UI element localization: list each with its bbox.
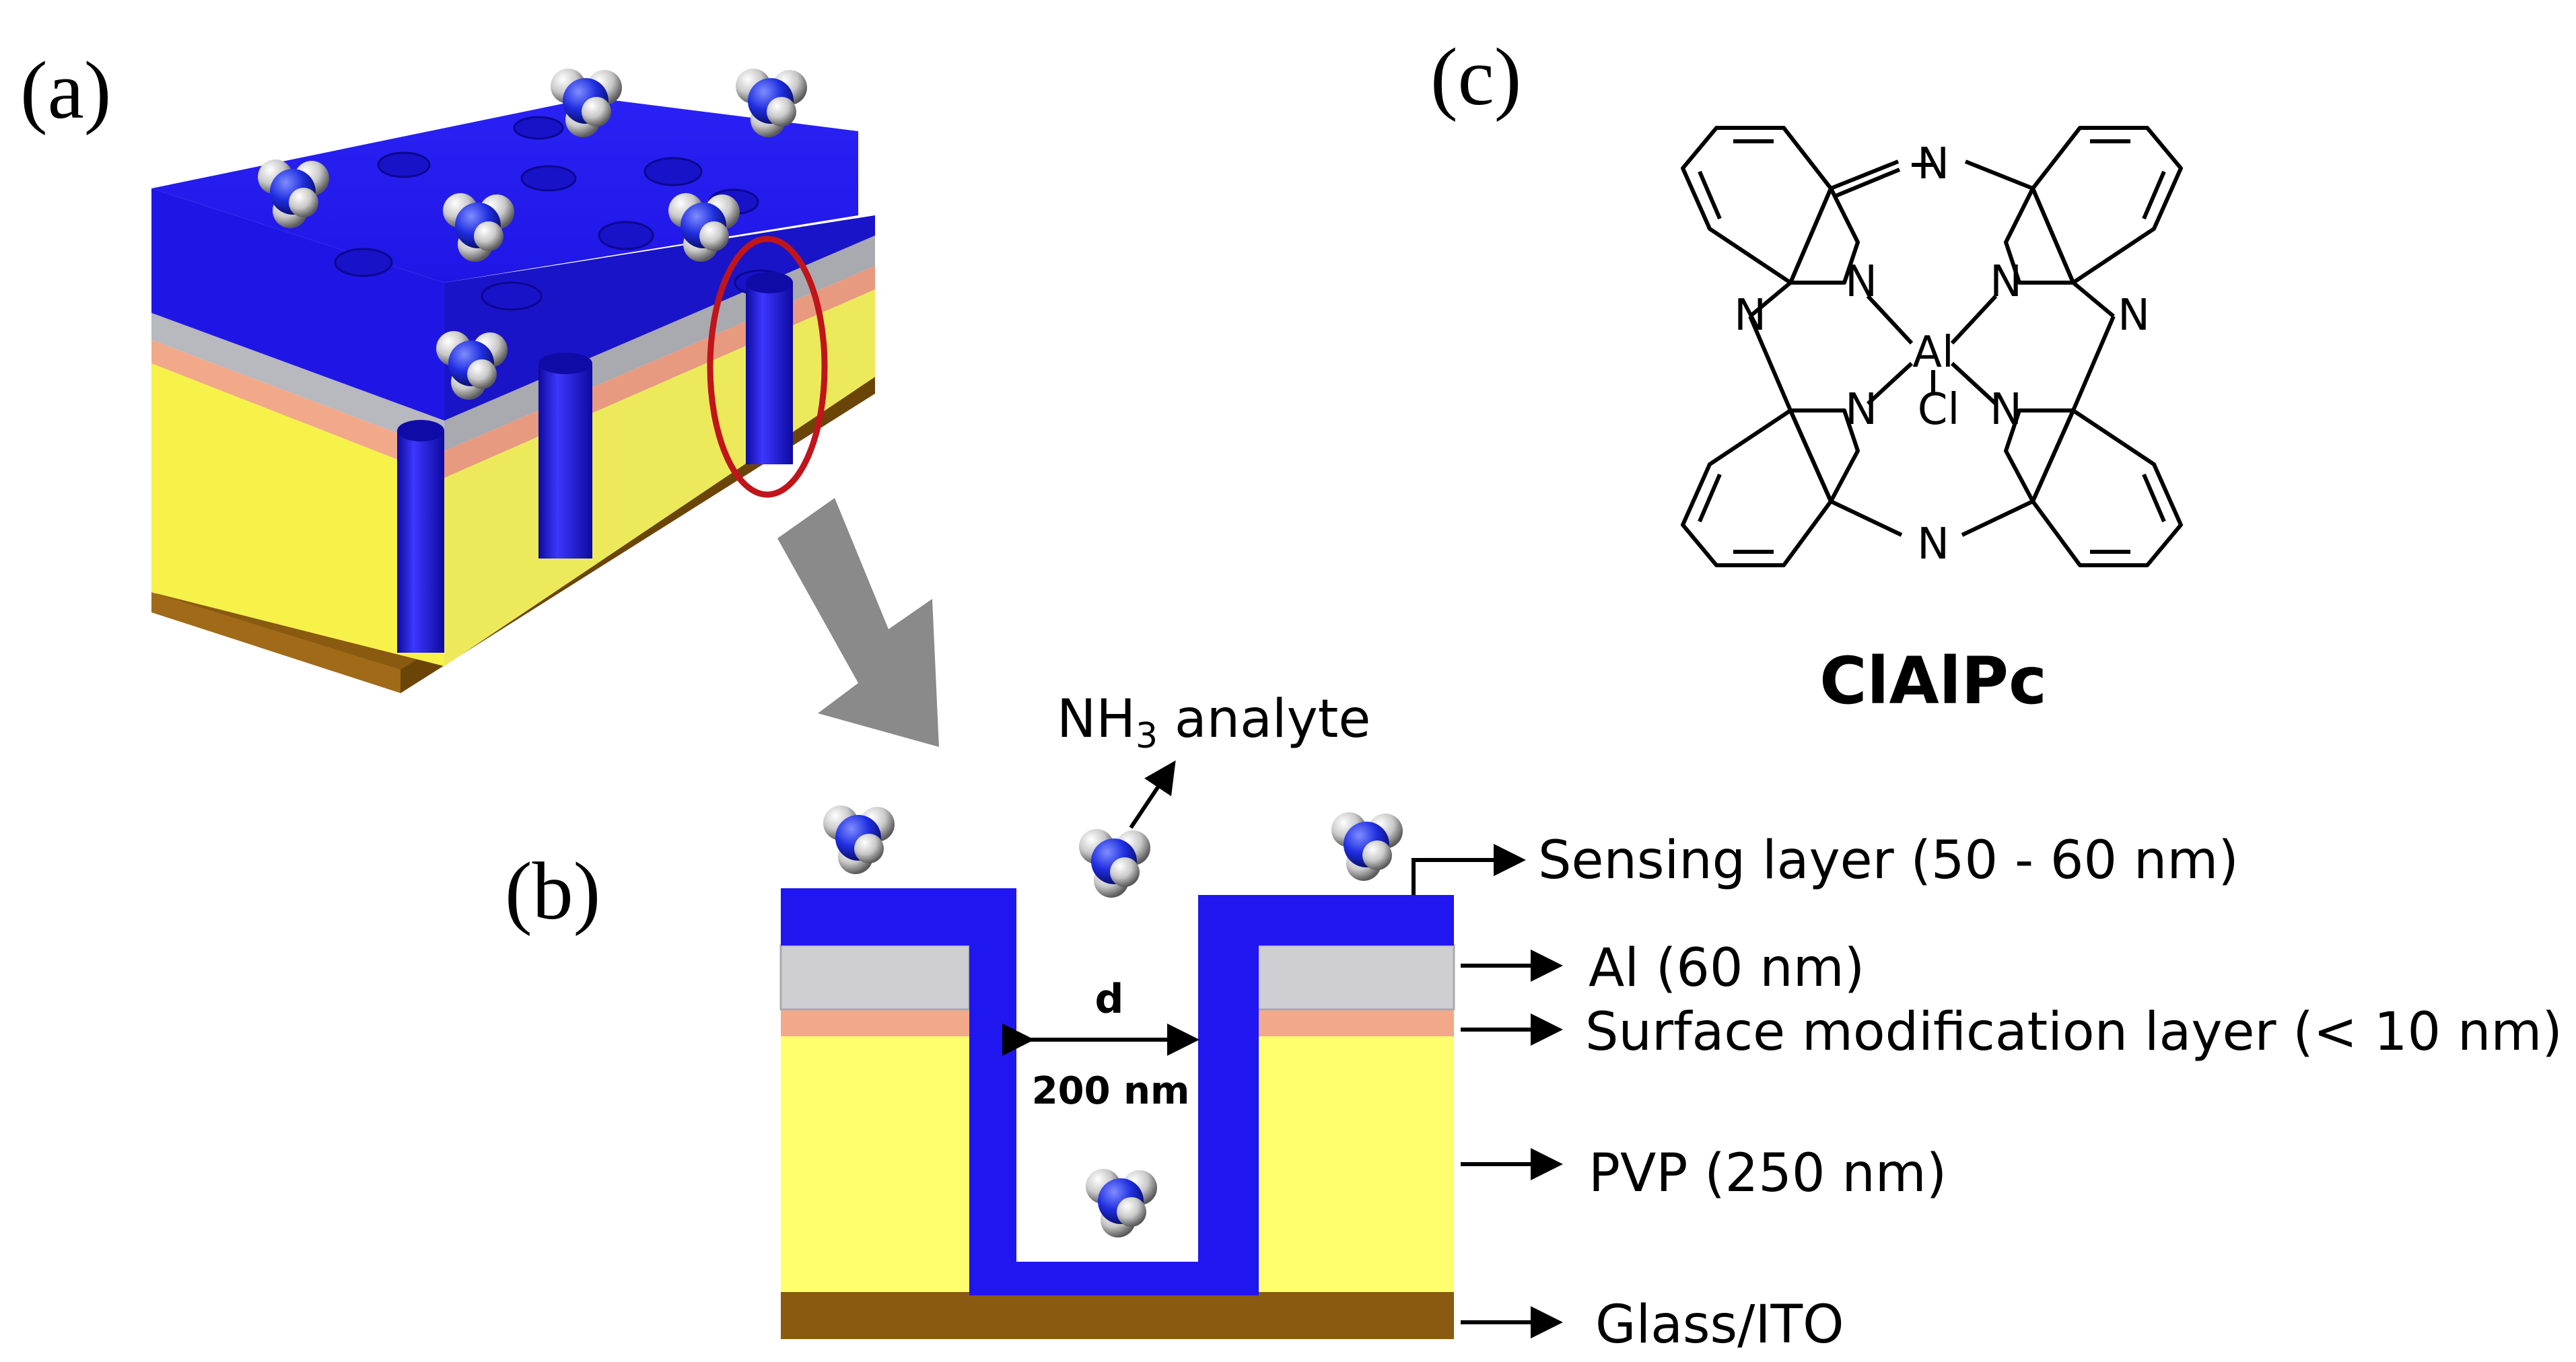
atom-n-inner-tr: N <box>1990 257 2022 307</box>
pore-columns <box>397 272 793 653</box>
sensing-layer-label: Sensing layer (50 - 60 nm) <box>1538 830 2239 891</box>
atom-n-right: N <box>2118 291 2150 340</box>
zoom-arrow <box>777 498 939 747</box>
atom-n-inner-br: N <box>1990 385 2022 435</box>
atom-al: Al <box>1912 328 1954 378</box>
al-layer-right <box>1251 944 1455 1011</box>
panel-c-label: (c) <box>1430 32 1521 122</box>
panel-a-label: (a) <box>20 45 111 136</box>
pore-holes <box>334 116 788 311</box>
nh3-analyte-label: NH3 analyte <box>1057 689 1370 756</box>
molecule-name: ClAlPc <box>1819 643 2047 719</box>
al-layer-3d <box>151 313 444 451</box>
atom-n-bottom: N <box>1917 519 1949 569</box>
pore-diameter-symbol: d <box>1095 976 1124 1023</box>
glass-ito-label: Glass/ITO <box>1595 1295 1844 1355</box>
panel-b: (b) d 200 nm NH3 analyte Sensing layer (… <box>505 689 2563 1355</box>
atom-n-inner-bl: N <box>1845 385 1877 435</box>
glass-ito-layer <box>781 1292 1454 1339</box>
clalpc-atom-labels: N N N N N N N N Al Cl <box>1734 139 2150 569</box>
pvp-layer-right <box>1252 1036 1454 1292</box>
pvp-layer-label: PVP (250 nm) <box>1589 1143 1947 1204</box>
surface-layer-right <box>1252 1009 1454 1036</box>
pore-highlight-ellipse <box>707 236 828 498</box>
atom-n-left: N <box>1734 291 1766 340</box>
pvp-layer-3d <box>151 363 444 666</box>
pvp-layer-left <box>781 1036 969 1292</box>
nh3-pointer-arrow <box>1129 760 1176 829</box>
clalpc-structure <box>1681 126 2183 567</box>
surface-layer-label: Surface modification layer (< 10 nm) <box>1585 1002 2563 1063</box>
atom-cl: Cl <box>1918 385 1959 435</box>
al-layer-label: Al (60 nm) <box>1589 938 1865 999</box>
sensing-layer-profile <box>781 888 1454 1295</box>
sensing-layer-3d <box>151 188 444 421</box>
atom-n-inner-tl: N <box>1845 257 1877 307</box>
al-layer-left <box>779 944 971 1011</box>
surface-layer-3d <box>151 340 444 478</box>
pore-diameter-value: 200 nm <box>1032 1069 1190 1113</box>
sensing-callout-arrow <box>1412 844 1526 895</box>
panel-a: (a) <box>20 45 939 747</box>
atom-n-top: N <box>1917 139 1949 189</box>
panel-c: (c) <box>1430 32 2183 719</box>
surface-layer-left <box>781 1009 969 1036</box>
panel-b-label: (b) <box>505 846 600 937</box>
